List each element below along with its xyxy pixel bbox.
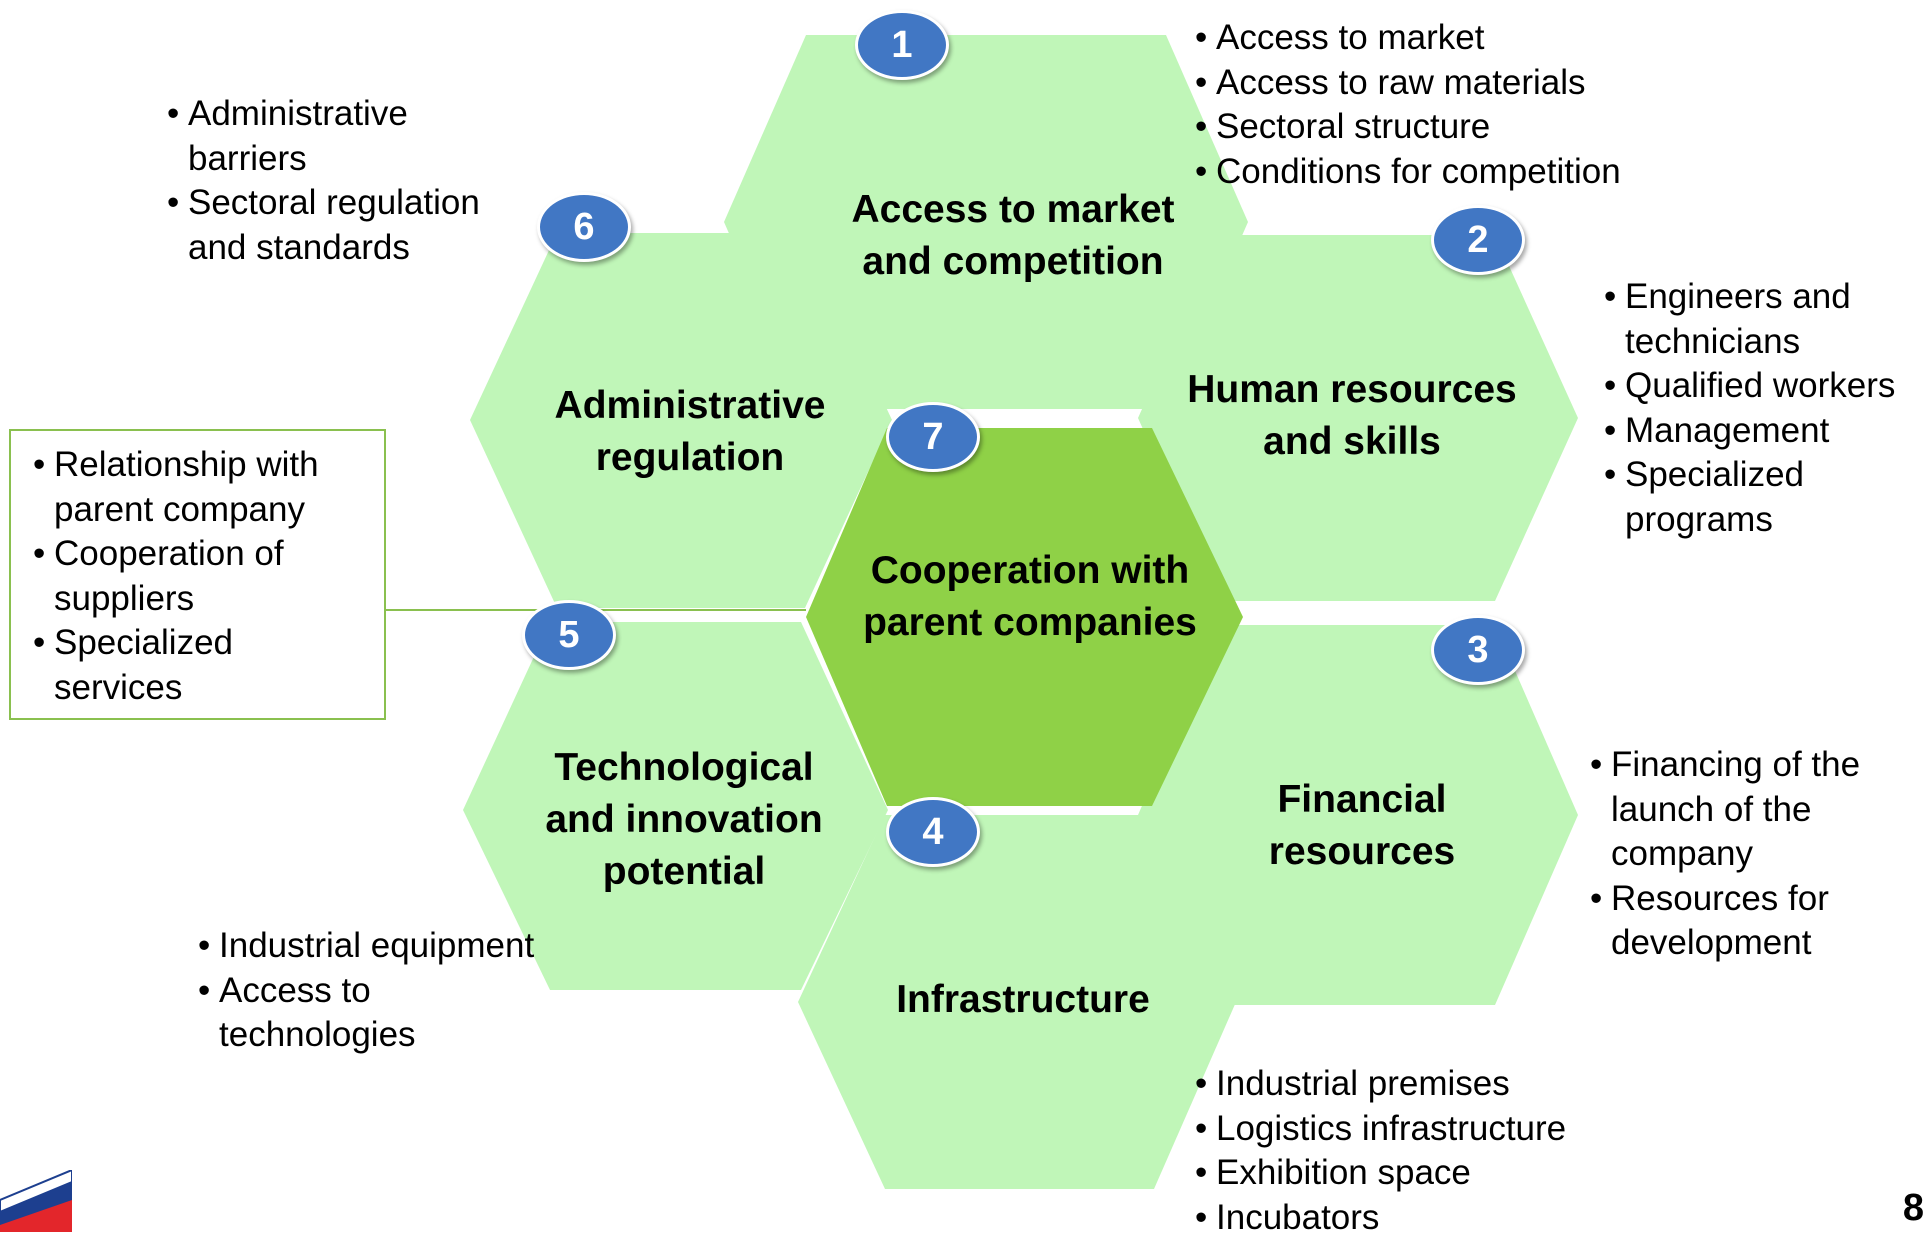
- page-number: 8: [1903, 1187, 1924, 1230]
- badge-2: 2: [1431, 205, 1525, 275]
- hexagon-title-financial-resources: Financial resources: [1269, 774, 1455, 878]
- bullet-item: Access to market: [1195, 16, 1655, 61]
- bullet-item: Management: [1604, 409, 1924, 454]
- bullet-item: Access to raw materials: [1195, 61, 1655, 106]
- bullets-financial-resources: Financing of the launch of the company R…: [1590, 743, 1890, 966]
- bullet-item: Specialized programs: [1604, 453, 1924, 542]
- bullet-item: Incubators: [1195, 1196, 1635, 1240]
- hexagon-title-technological: Technological and innovation potential: [545, 742, 822, 898]
- hexagon-title-cooperation: Cooperation with parent companies: [863, 545, 1197, 649]
- bullet-item: Exhibition space: [1195, 1151, 1635, 1196]
- bullet-item: Industrial equipment: [198, 924, 618, 969]
- bullets-administrative: Administrative barriers Sectoral regulat…: [167, 92, 507, 270]
- bullets-technological: Industrial equipment Access to technolog…: [198, 924, 618, 1058]
- bullet-item: Administrative barriers: [167, 92, 448, 181]
- hexagon-title-infrastructure: Infrastructure: [896, 974, 1150, 1026]
- badge-3: 3: [1431, 615, 1525, 685]
- bullet-item: Conditions for competition: [1195, 150, 1655, 195]
- bullets-human-resources: Engineers and technicians Qualified work…: [1604, 275, 1924, 542]
- badge-1: 1: [855, 10, 949, 80]
- hexagon-title-human-resources: Human resources and skills: [1187, 364, 1516, 468]
- bullet-item: Financing of the launch of the company: [1590, 743, 1890, 877]
- bullet-item: Relationship with parent company: [33, 443, 373, 532]
- bullet-item: Sectoral structure: [1195, 105, 1655, 150]
- badge-7: 7: [886, 402, 980, 472]
- bullet-item: Access to technologies: [198, 969, 459, 1058]
- bullet-item: Cooperation of suppliers: [33, 532, 324, 621]
- bullet-item: Resources for development: [1590, 877, 1890, 966]
- flag-logo: [0, 1170, 72, 1232]
- bullet-item: Logistics infrastructure: [1195, 1107, 1635, 1152]
- bullet-item: Engineers and technicians: [1604, 275, 1924, 364]
- bullet-item: Industrial premises: [1195, 1062, 1635, 1107]
- bullet-item: Specialized services: [33, 621, 294, 710]
- hexagon-title-access-to-market: Access to market and competition: [851, 184, 1174, 288]
- bullets-access-to-market: Access to market Access to raw materials…: [1195, 16, 1655, 194]
- bullet-item: Sectoral regulation and standards: [167, 181, 507, 270]
- bullet-item: Qualified workers: [1604, 364, 1924, 409]
- bullets-infrastructure: Industrial premises Logistics infrastruc…: [1195, 1062, 1635, 1240]
- bullets-cooperation: Relationship with parent company Coopera…: [33, 443, 373, 710]
- badge-4: 4: [886, 797, 980, 867]
- badge-5: 5: [522, 600, 616, 670]
- hexagon-title-administrative: Administrative regulation: [555, 380, 826, 484]
- badge-6: 6: [537, 192, 631, 262]
